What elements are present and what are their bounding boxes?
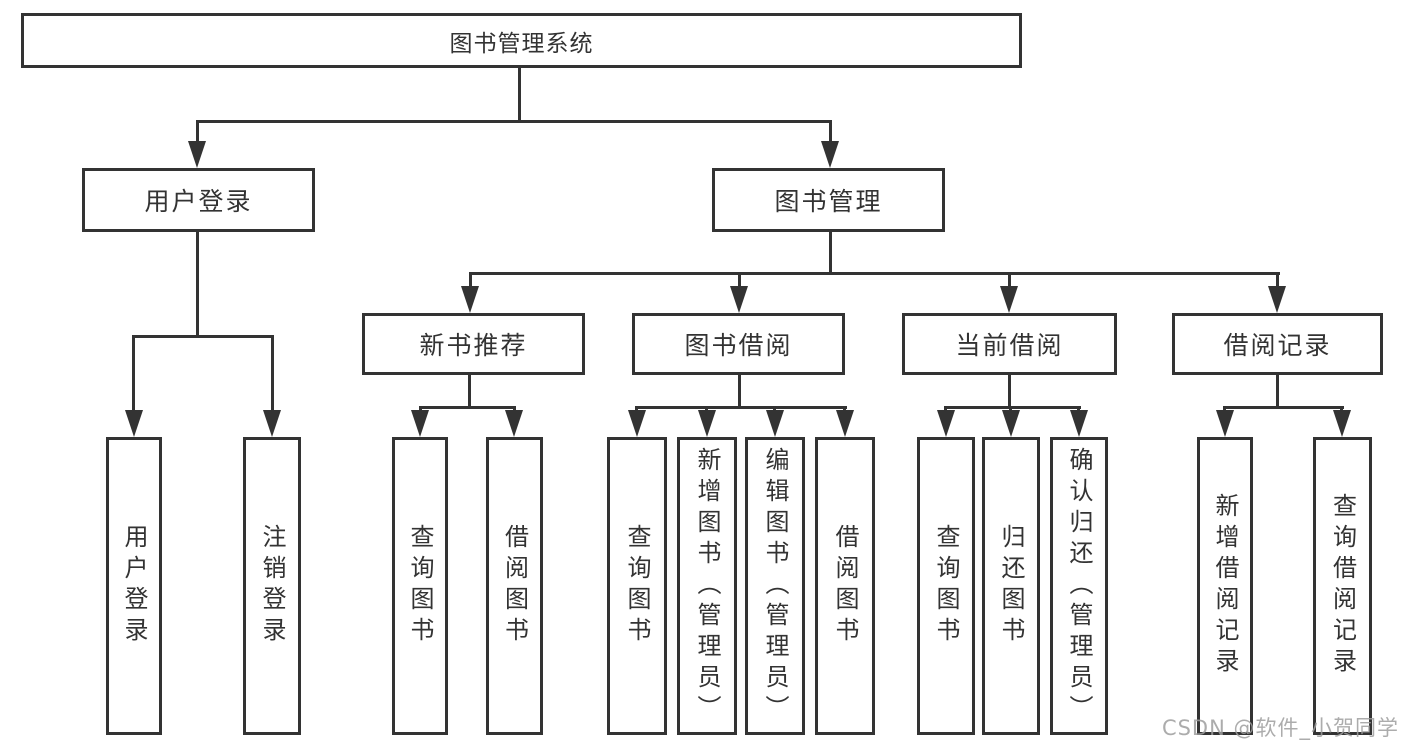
connector — [196, 120, 199, 145]
arrow-down-icon — [125, 410, 143, 437]
arrow-down-icon — [766, 410, 784, 437]
leaf-edit-books-admin: 编辑图书（管理员） — [745, 437, 805, 735]
connector — [738, 272, 741, 290]
leaf-user-login: 用户登录 — [106, 437, 162, 735]
arrow-down-icon — [461, 286, 479, 313]
arrow-down-icon — [628, 410, 646, 437]
connector — [271, 335, 274, 413]
arrow-down-icon — [263, 410, 281, 437]
leaf-label: 新增图书（管理员） — [693, 446, 721, 726]
node-label: 用户登录 — [144, 187, 253, 216]
leaf-label: 借阅图书 — [831, 524, 859, 648]
connector — [1008, 272, 1011, 290]
arrow-down-icon — [821, 141, 839, 168]
node-label: 当前借阅 — [955, 331, 1064, 360]
connector — [419, 406, 516, 409]
leaf-label: 借阅图书 — [500, 524, 529, 648]
connector — [1224, 406, 1344, 409]
arrow-down-icon — [188, 141, 206, 168]
leaf-add-books-admin: 新增图书（管理员） — [677, 437, 737, 735]
connector — [829, 120, 832, 145]
leaf-label: 查询图书 — [932, 524, 960, 648]
connector — [829, 232, 832, 274]
node-label: 图书管理 — [774, 187, 883, 216]
connector — [469, 272, 472, 290]
connector — [636, 406, 847, 409]
node-new-book-recommend: 新书推荐 — [362, 313, 585, 375]
node-label: 图书借阅 — [684, 331, 793, 360]
arrow-down-icon — [937, 410, 955, 437]
node-root-library-system: 图书管理系统 — [21, 13, 1022, 68]
leaf-label: 查询图书 — [406, 524, 434, 648]
arrow-down-icon — [1268, 286, 1286, 313]
leaf-label: 注销登录 — [258, 524, 286, 648]
connector — [738, 375, 741, 409]
connector — [1008, 375, 1011, 409]
leaf-label: 编辑图书（管理员） — [761, 446, 789, 726]
node-label: 借阅记录 — [1223, 331, 1332, 360]
connector — [945, 406, 1081, 409]
connector — [1276, 375, 1279, 409]
leaf-query-books-recommend: 查询图书 — [392, 437, 448, 735]
node-book-management: 图书管理 — [712, 168, 945, 232]
csdn-watermark: CSDN @软件_小贺同学 — [1161, 716, 1399, 740]
leaf-query-borrow-record: 查询借阅记录 — [1313, 437, 1372, 735]
connector — [469, 272, 1280, 275]
leaf-confirm-return-admin: 确认归还（管理员） — [1050, 437, 1108, 735]
arrow-down-icon — [1002, 410, 1020, 437]
leaf-return-books: 归还图书 — [982, 437, 1040, 735]
connector — [518, 68, 521, 121]
node-label: 新书推荐 — [419, 331, 528, 360]
node-current-borrowing: 当前借阅 — [902, 313, 1117, 375]
leaf-label: 归还图书 — [997, 524, 1025, 648]
arrow-down-icon — [1070, 410, 1088, 437]
leaf-label: 确认归还（管理员） — [1065, 446, 1093, 726]
node-book-borrowing: 图书借阅 — [632, 313, 845, 375]
leaf-label: 新增借阅记录 — [1211, 493, 1239, 679]
leaf-logout: 注销登录 — [243, 437, 301, 735]
arrow-down-icon — [730, 286, 748, 313]
connector — [468, 375, 471, 409]
arrow-down-icon — [411, 410, 429, 437]
arrow-down-icon — [505, 410, 523, 437]
connector — [196, 120, 832, 123]
arrow-down-icon — [836, 410, 854, 437]
node-user-login: 用户登录 — [82, 168, 315, 232]
node-borrowing-records: 借阅记录 — [1172, 313, 1383, 375]
leaf-label: 用户登录 — [120, 524, 148, 648]
leaf-label: 查询借阅记录 — [1328, 493, 1357, 679]
leaf-add-borrow-record: 新增借阅记录 — [1197, 437, 1253, 735]
leaf-borrow-books: 借阅图书 — [815, 437, 875, 735]
leaf-label: 查询图书 — [623, 524, 651, 648]
leaf-query-books-borrow: 查询图书 — [607, 437, 667, 735]
leaf-borrow-books-recommend: 借阅图书 — [486, 437, 543, 735]
arrow-down-icon — [1000, 286, 1018, 313]
leaf-query-books-current: 查询图书 — [917, 437, 975, 735]
node-label: 图书管理系统 — [449, 30, 594, 57]
connector — [133, 335, 274, 338]
connector — [1276, 272, 1279, 290]
arrow-down-icon — [1333, 410, 1351, 437]
connector — [196, 232, 199, 336]
arrow-down-icon — [698, 410, 716, 437]
arrow-down-icon — [1216, 410, 1234, 437]
connector — [132, 335, 135, 413]
